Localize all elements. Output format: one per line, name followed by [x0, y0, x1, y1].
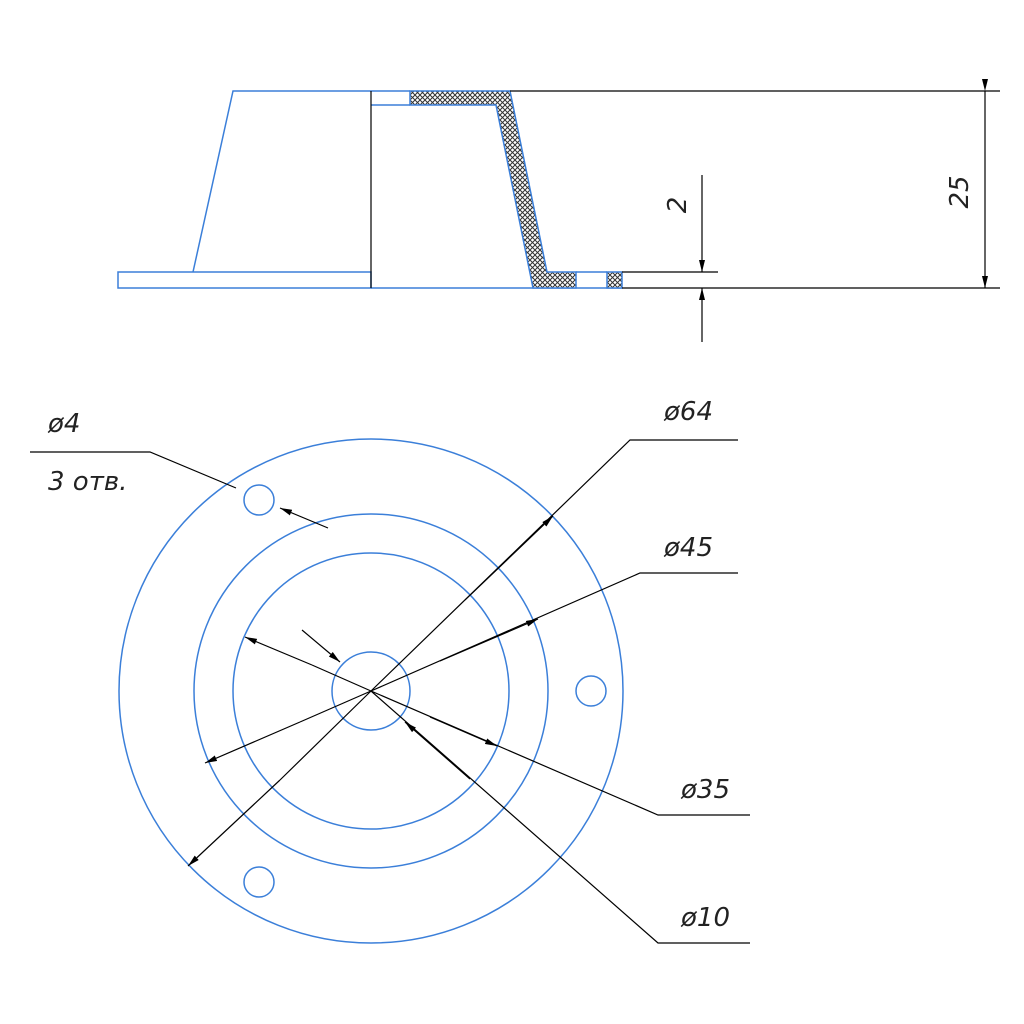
side-black-lines — [370, 90, 1000, 289]
section-hatch-wall — [409, 90, 577, 289]
leader-d35-extend — [311, 664, 372, 692]
arrow-d64-b — [187, 779, 281, 867]
arrow-d4-b — [279, 507, 329, 529]
leader-d45 — [370, 572, 738, 692]
leader-d4 — [30, 451, 237, 489]
label-d35: ø35 — [680, 775, 730, 805]
plan-circles — [118, 438, 624, 944]
arrow-d10-a — [404, 721, 471, 780]
leader-d45-extend — [299, 690, 372, 723]
dim-thickness-label: 2 — [663, 197, 693, 214]
side-outline — [117, 90, 622, 289]
arrow-d35-a — [429, 716, 498, 747]
label-d4: ø4 — [47, 409, 80, 439]
dim-height-label: 25 — [945, 175, 975, 208]
section-hatch-flange-end — [606, 271, 623, 289]
leader-d64-extend — [279, 690, 372, 781]
arrow-d35-b — [244, 636, 313, 666]
circle-d10 — [331, 651, 411, 731]
circle-d35 — [232, 552, 510, 830]
label-d64: ø64 — [663, 397, 713, 427]
circle-d64 — [118, 438, 624, 944]
leader-d10 — [370, 690, 750, 944]
mount-hole-3 — [243, 866, 275, 898]
label-d10: ø10 — [680, 903, 730, 933]
arrow-d10-b — [301, 629, 341, 663]
circle-d45 — [193, 513, 549, 869]
side-section-view: 25 2 — [117, 79, 1000, 342]
arrow-d64-a — [464, 515, 554, 601]
label-d45: ø45 — [663, 533, 713, 563]
arrow-d45-b — [204, 721, 301, 764]
mount-hole-2 — [575, 675, 607, 707]
plan-dimension-leaders — [30, 439, 750, 944]
arrow-d45-a — [439, 618, 539, 662]
left-cone-outline — [192, 90, 371, 273]
plan-view: ø64 ø45 ø35 ø10 ø4 3 отв. — [30, 397, 750, 944]
mount-hole-1 — [243, 484, 275, 516]
left-flange — [117, 271, 372, 289]
label-hole-count: 3 отв. — [48, 467, 127, 497]
leader-d64 — [370, 439, 738, 692]
